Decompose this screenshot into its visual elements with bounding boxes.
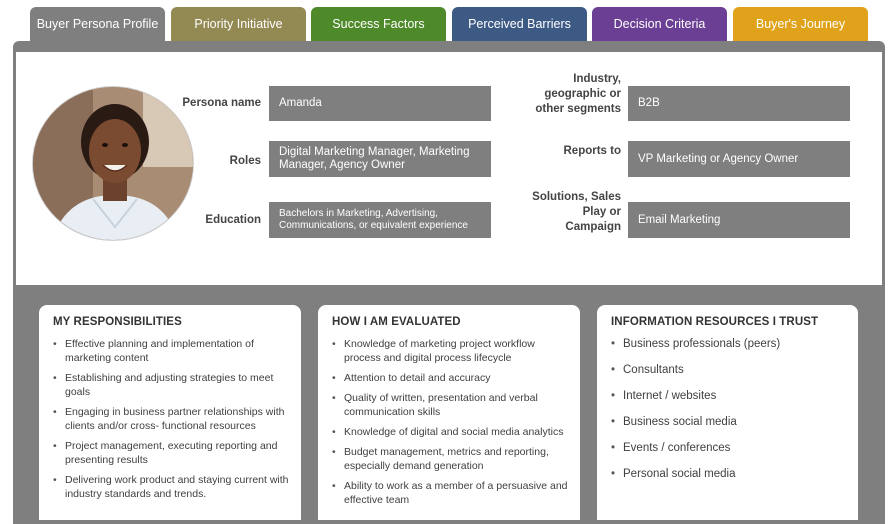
solutions-label: Solutions, Sales Play or Campaign [532,191,621,233]
list-item: Budget management, metrics and reporting… [332,445,570,473]
list-item: Establishing and adjusting strategies to… [53,371,291,399]
list-item: Project management, executing reporting … [53,439,291,467]
industry-label: Industry, geographic or other segments [535,73,621,115]
evaluated-card: HOW I AM EVALUATED Knowledge of marketin… [318,305,580,520]
tab-buyer-persona-profile[interactable]: Buyer Persona Profile [30,7,165,42]
list-item: Engaging in business partner relationshi… [53,405,291,433]
industry-value: B2B [628,86,850,121]
persona-name-value: Amanda [269,86,491,121]
responsibilities-card: MY RESPONSIBILITIES Effective planning a… [39,305,301,520]
list-item: Knowledge of marketing project workflow … [332,337,570,365]
evaluated-list: Knowledge of marketing project workflow … [332,337,570,507]
solutions-value: Email Marketing [628,202,850,238]
tab-bar: Buyer Persona Profile Priority Initiativ… [30,7,870,42]
tab-success-factors[interactable]: Success Factors [311,7,446,42]
persona-name-label: Persona name [182,97,261,109]
tab-perceived-barriers[interactable]: Perceived Barriers [452,7,587,42]
list-item: Ability to work as a member of a persuas… [332,479,570,507]
tab-priority-initiative[interactable]: Priority Initiative [171,7,306,42]
responsibilities-title: MY RESPONSIBILITIES [53,316,182,328]
resources-title: INFORMATION RESOURCES I TRUST [611,316,819,328]
list-item: Business professionals (peers) [611,337,848,351]
list-item: Quality of written, presentation and ver… [332,391,570,419]
list-item: Personal social media [611,467,848,481]
roles-label: Roles [229,155,261,167]
reports-to-label: Reports to [563,145,622,157]
list-item: Internet / websites [611,389,848,403]
resources-list: Business professionals (peers) Consultan… [611,337,848,481]
list-item: Consultants [611,363,848,377]
responsibilities-list: Effective planning and implementation of… [53,337,291,501]
tab-buyers-journey[interactable]: Buyer's Journey [733,7,868,42]
persona-frame: Persona name Amanda Roles Digital Market… [13,41,885,524]
reports-to-value: VP Marketing or Agency Owner [628,141,850,177]
list-item: Business social media [611,415,848,429]
tab-decision-criteria[interactable]: Decision Criteria [592,7,727,42]
list-item: Attention to detail and accuracy [332,371,570,385]
list-item: Events / conferences [611,441,848,455]
education-value: Bachelors in Marketing, Advertising, Com… [269,202,491,238]
list-item: Effective planning and implementation of… [53,337,291,365]
evaluated-title: HOW I AM EVALUATED [332,316,461,328]
roles-value: Digital Marketing Manager, Marketing Man… [269,141,491,177]
list-item: Delivering work product and staying curr… [53,473,291,501]
education-label: Education [205,214,261,226]
profile-panel: Persona name Amanda Roles Digital Market… [16,52,882,285]
resources-card: INFORMATION RESOURCES I TRUST Business p… [597,305,858,520]
list-item: Knowledge of digital and social media an… [332,425,570,439]
